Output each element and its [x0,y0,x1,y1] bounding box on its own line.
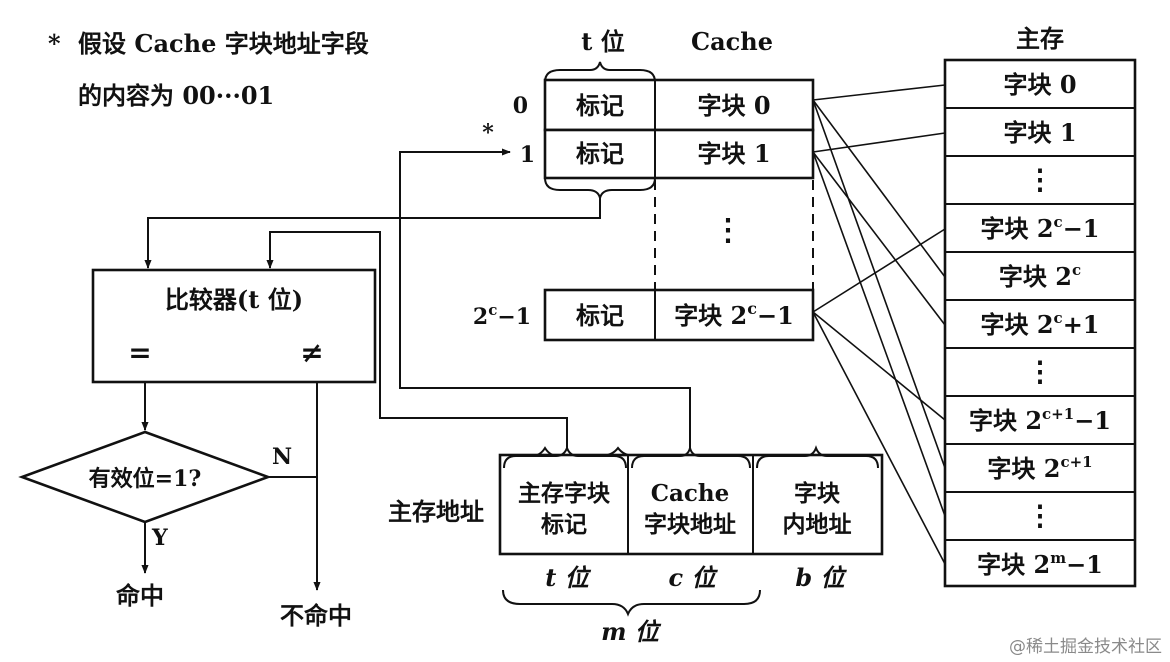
cache-row-1-tag: 标记 [576,139,624,168]
note-line1: 假设 Cache 字块地址字段 [78,29,369,58]
memory-table [943,58,1137,588]
total-bits: m 位 [601,617,662,646]
memory-row-10: 字块 2m−1 [977,549,1103,579]
comparator-box [91,268,377,384]
comparator-notequal: ≠ [300,336,323,369]
cache-row-last-index: 2c−1 [473,301,531,330]
cache-row-0-index: 0 [513,93,528,119]
cache-selected-star: * [482,120,494,146]
cache-row-0-tag: 标记 [576,91,624,120]
field-offset-bits: b 位 [795,563,847,592]
memory-row-7: 字块 2c+1−1 [969,405,1111,435]
memory-row-3: 字块 2c−1 [980,213,1099,243]
cache-row-last-block: 字块 2c−1 [674,299,794,330]
tag-column-top-brace [544,61,656,83]
field-brace-tag [503,445,627,469]
memory-title: 主存 [1016,24,1064,53]
cache-title: Cache [691,27,773,56]
cache-row-0-block: 字块 0 [697,91,770,120]
cache-row-1-index: 1 [520,142,535,168]
field-index-bits: c 位 [669,563,719,592]
address-tag-to-comparator-arrow [266,231,568,448]
tag-column-bottom-brace [544,177,656,199]
watermark: @稀土掘金技术社区 [1009,637,1162,657]
decision-yes-label: Y [151,525,168,551]
memory-row-0: 字块 0 [1003,70,1076,99]
address-label: 主存地址 [388,497,484,526]
cache-tbits-header: t 位 [581,27,624,56]
address-index-to-cache-arrow [399,148,691,448]
field-index-line1: Cache [651,480,730,507]
note-star: * [48,29,61,58]
memory-row-4: 字块 2c [999,261,1081,291]
comparator-equal: = [128,336,151,369]
field-brace-index [631,447,751,469]
memory-row-1: 字块 1 [1003,118,1076,147]
tag-to-comparator-arrow [144,198,601,269]
cache-row-1-block: 字块 1 [697,139,770,168]
field-index-line2: 字块地址 [644,511,736,538]
field-tag-bits: t 位 [545,563,591,592]
field-brace-offset [756,445,879,469]
outcome-hit: 命中 [116,581,164,610]
memory-row-8: 字块 2c+1 [987,453,1092,483]
address-box [498,453,884,556]
memory-row-5: 字块 2c+1 [980,309,1099,339]
cache-vdots: ⋮ [713,213,743,248]
memory-row-9: ⋮ [1026,499,1054,532]
memory-rows: 字块 0 字块 1 ⋮ 字块 2c−1 字块 2c 字块 2c+1 ⋮ 字块 2c+1−1 字块… [945,70,1135,579]
comparator-label: 比较器(t 位) [165,285,303,314]
note-line2: 的内容为 00···01 [78,81,274,110]
memory-row-6: ⋮ [1026,355,1054,388]
field-tag-line1: 主存字块 [518,480,610,507]
cache-row-last [543,288,815,342]
cache-row-last-tag: 标记 [576,301,624,330]
memory-row-2: ⋮ [1026,163,1054,196]
field-offset-line1: 字块 [794,480,840,507]
outcome-miss: 不命中 [280,601,352,630]
mapping-lines [812,84,946,565]
field-tag-line2: 标记 [541,511,587,538]
field-offset-line2: 内地址 [783,511,852,538]
decision-label: 有效位=1? [89,466,202,492]
decision-no-label: N [272,444,292,470]
total-bits-brace [502,589,761,617]
